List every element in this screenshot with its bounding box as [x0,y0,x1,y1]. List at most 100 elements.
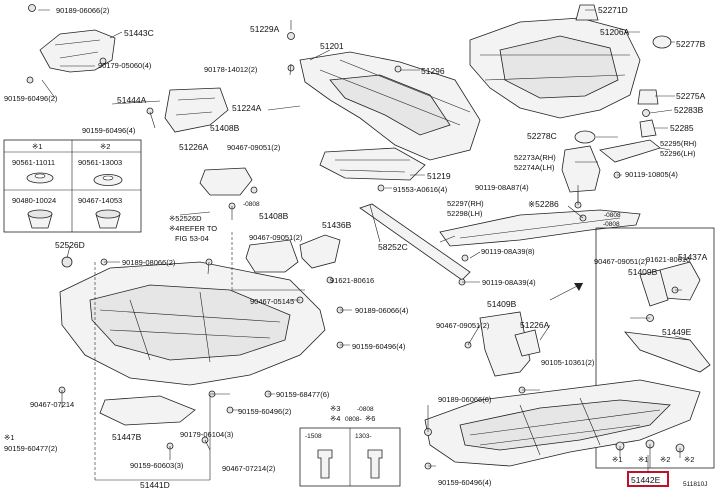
label-90159-60477: 90159-60477(2) [4,444,58,453]
label-90159-60496-2: 90159-60496(2) [4,94,58,103]
label-52285: 52285 [670,123,694,133]
label-51224a: 51224A [232,103,262,113]
plate-51447b [99,395,196,426]
bolt-icon [642,109,650,117]
undercover-51442e [424,379,701,467]
rear-crossmember-51206a [469,17,641,119]
label-51206a: 51206A [600,27,630,37]
label-90159-60496-4a: 90159-60496(4) [82,126,136,135]
label-90179-05060: 90179-05060(4) [98,61,152,70]
label-52274a: 52274A(LH) [514,163,555,172]
bracket-51409b [479,311,531,377]
label-52275a: 52275A [676,91,706,101]
label-90467-07214-a: 90467-07214 [30,400,74,409]
bracket-51408b-2 [245,239,299,273]
label-51447b: 51447B [112,432,142,442]
label-ref1: ※1 [612,455,622,464]
label-90189-08066: 90189-08066(2) [122,258,176,267]
label-90119-10805: 90119-10805(4) [625,170,678,179]
crossmember-51201 [299,51,481,161]
label-52277b: 52277B [676,39,706,49]
label-90189-06066-4: 90189-06066(4) [355,306,409,315]
label-52295: 52295(RH) [660,139,697,148]
label-90119-08a39-4: 90119-08A39(4) [482,278,536,287]
bolt-icon [250,186,258,194]
bracket-51436b [299,234,341,269]
label-0808-r: -0808 [603,221,620,228]
label-90467-09051-c: 90467-09051(2) [436,321,490,330]
label-51219: 51219 [427,171,451,181]
inset-col2: 1303- [355,433,372,440]
label-90159-60603: 90159-60603(3) [130,461,184,470]
legend-part-a2: 90561-13003 [78,158,122,167]
label-51409b-mid: 51409B [487,299,517,309]
brace-51449e [624,331,711,373]
inset-col1: -1508 [305,433,322,440]
label-52297: 52297(RH) [447,199,484,208]
legend-part-b1: 90480-10024 [12,196,56,205]
bolt-icon [146,107,154,115]
cover-51444a [164,87,229,133]
label-ref1b: ※1 [638,455,648,464]
legend-header-1: ※1 [32,142,42,151]
label-ref2: ※2 [660,455,670,464]
label-52286: ※52286 [528,199,559,209]
label-52526d-b: 52526D [55,240,85,250]
label-90179-06104: 90179-06104(3) [180,430,234,439]
label-90467-07214-2: 90467-07214(2) [222,464,276,473]
bracket-51226a [514,329,541,357]
label-51409b-r: 51409B [628,267,658,277]
label-91621-80616-a: 91621-80616 [330,276,374,285]
label-90467-05145: 90467-05145 [250,297,294,306]
legend-part-b2: 90467-14053 [78,196,122,205]
bracket-52285 [639,119,657,138]
brace-52297 [439,209,641,247]
arrow-head-icon [574,283,583,291]
label-91621-80616-b: 91621-80616 [646,255,690,264]
bolt-icon [326,276,334,284]
label-51296: 51296 [421,66,445,76]
label-0808-l: -0808 [243,201,260,208]
bolt-icon [28,4,36,12]
label-90159-60496-4b: 90159-60496(4) [352,342,406,351]
cover-51443c [39,29,116,73]
legend-part-a1: 90561-11011 [12,158,55,167]
label-51226a-r: 51226A [520,320,550,330]
label-51408b: 51408B [210,123,240,133]
label-51201: 51201 [320,41,344,51]
label-90105-10361: 90105-10361(2) [541,358,595,367]
label-90189-06066-6: 90189-06066(6) [438,395,492,404]
label-90159-60496-2b: 90159-60496(2) [238,407,292,416]
bracket-52295 [599,139,661,163]
label-51226a-l: 51226A [179,142,209,152]
washer-legend-table [3,139,142,233]
label-51436b: 51436B [322,220,352,230]
bolt-icon [394,65,402,73]
bolt-icon [377,184,385,192]
label-52296: 52296(LH) [660,149,696,158]
legend-header-2: ※2 [100,142,110,151]
label-51408b-2: 51408B [259,211,289,221]
undercover-51441d [59,261,326,386]
label-ref6: ※6 [365,414,375,423]
label-90119-08487: 90119-08A87(4) [475,183,529,192]
label-0808-b: -0808 [357,406,374,413]
label-90189-06066-top: 90189-06066(2) [56,6,110,15]
label-52526d: ※52526D [169,214,202,223]
label-ref4: ※4 [330,414,340,423]
bolt-icon [461,254,469,262]
label-90178-14012: 90178-14012(2) [204,65,258,74]
label-51442e: 51442E [631,475,661,485]
label-52271d: 52271D [598,5,628,15]
label-51437a: 51437A [678,252,708,262]
label-51449e: 51449E [662,327,692,337]
label-90159-60496-4c: 90159-60496(4) [438,478,492,487]
label-51443c: 51443C [124,28,154,38]
label-ref-l: ※1 [4,433,14,442]
label-90119-08a39-8: 90119-08A39(8) [481,247,535,256]
label-90467-09051-a: 90467-09051(2) [227,143,281,152]
label-90467-09051-d: 90467-09051(2) [594,257,648,266]
mount-52278c [574,130,596,144]
bracket-51408b [199,167,253,196]
